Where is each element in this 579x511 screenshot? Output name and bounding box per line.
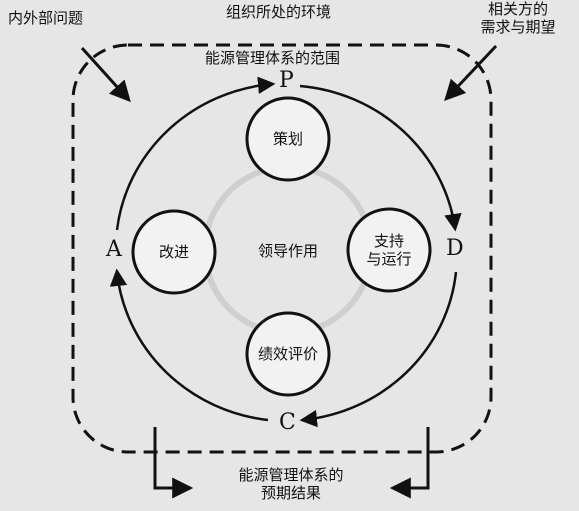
internal-external-issues-label: 内外部问题 (8, 9, 84, 27)
letter-c: C (279, 410, 296, 435)
node-support-operation-line1: 支持 (373, 232, 404, 250)
arrow-act-to-plan (115, 76, 276, 231)
arrow-outcome-left (153, 427, 194, 499)
arrow-internal-external-issues (80, 46, 131, 103)
arrow-interested-parties (444, 44, 498, 102)
interested-parties-line2: 需求与期望 (480, 18, 556, 36)
interested-parties-line1: 相关方的 (487, 0, 548, 18)
arrow-plan-to-do (299, 84, 462, 232)
letter-d: D (446, 236, 464, 261)
node-plan (245, 96, 331, 182)
outcome-label: 能源管理体系的 预期结果 (211, 466, 371, 502)
interested-parties-label: 相关方的 需求与期望 (468, 0, 568, 36)
arrow-check-to-act (109, 268, 269, 422)
node-support-operation-line2: 与运行 (366, 250, 412, 268)
outcome-line2: 预期结果 (260, 484, 321, 502)
node-performance-evaluation-label: 绩效评价 (257, 345, 318, 363)
node-support-operation-label: 支持 与运行 (349, 232, 429, 268)
scope-boundary (71, 43, 493, 454)
node-improvement-label: 改进 (158, 243, 189, 261)
organization-context-label: 组织所处的环境 (226, 3, 332, 21)
letter-p: P (279, 68, 294, 93)
leadership-label: 领导作用 (257, 242, 318, 260)
outcome-line1: 能源管理体系的 (238, 466, 344, 484)
node-support-operation (346, 207, 432, 293)
node-performance-evaluation (245, 311, 331, 397)
arrow-outcome-right (389, 427, 430, 499)
node-plan-label: 策划 (272, 130, 303, 148)
arrow-do-to-check (299, 271, 458, 428)
node-improvement (131, 209, 217, 295)
enms-scope-label: 能源管理体系的范围 (205, 49, 341, 67)
letter-a: A (106, 237, 122, 262)
